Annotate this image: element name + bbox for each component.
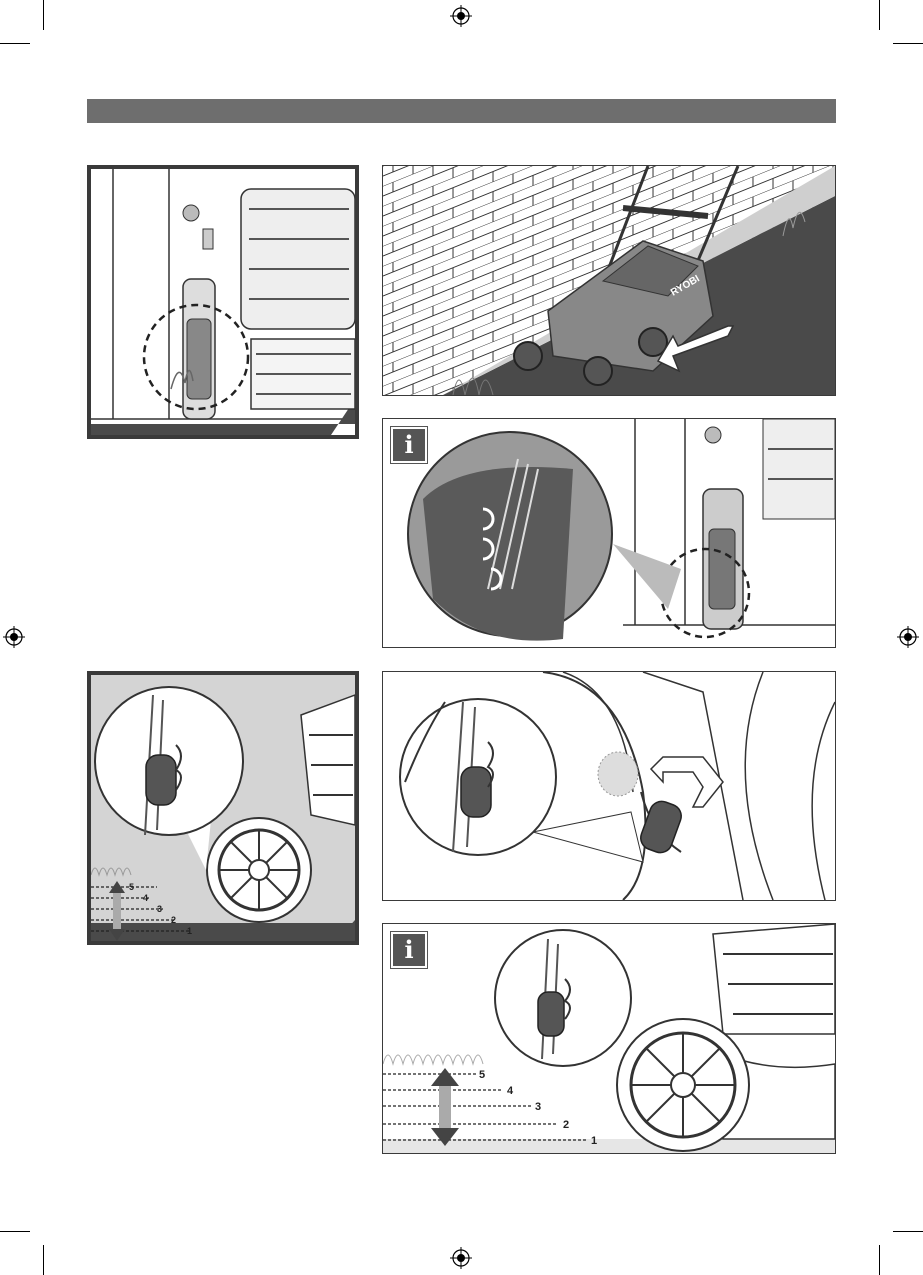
height-level-label: 5: [479, 1069, 485, 1081]
info-icon: i: [391, 932, 427, 968]
figure-mower-along-wall: RYOBI: [382, 165, 836, 396]
figure-mower-wall-detail: [87, 165, 359, 439]
figure-info-height-scale: 5 4 3 2 1 i: [382, 923, 836, 1154]
crop-mark-br-h: [893, 1231, 923, 1232]
height-level-label: 3: [157, 904, 162, 914]
crosshair-registration-icon: [450, 5, 472, 27]
height-level-label: 1: [187, 926, 192, 936]
figure-height-lever-adjust: [382, 671, 836, 901]
height-level-label: 3: [535, 1101, 541, 1113]
crop-mark-br-v: [879, 1245, 880, 1275]
height-level-label: 2: [563, 1119, 569, 1131]
info-icon: i: [391, 427, 427, 463]
crop-mark-tr-h: [893, 43, 923, 44]
crop-mark-bl-h: [0, 1231, 30, 1232]
section-header-bar: [87, 99, 836, 123]
height-level-label: 5: [129, 882, 134, 892]
height-level-label: 1: [591, 1135, 597, 1147]
crop-mark-bl-v: [43, 1245, 44, 1275]
crosshair-registration-icon: [897, 626, 919, 648]
height-level-label: 4: [143, 893, 148, 903]
crop-mark-tl-h: [0, 43, 30, 44]
crop-mark-tl-v: [43, 0, 44, 30]
crop-mark-tr-v: [879, 0, 880, 30]
figure-info-wall-trim: i: [382, 418, 836, 648]
height-level-label: 2: [171, 915, 176, 925]
crosshair-registration-icon: [450, 1247, 472, 1269]
figure-cutting-height-overview: 5 4 3 2 1: [87, 671, 359, 945]
height-level-label: 4: [507, 1085, 514, 1097]
crosshair-registration-icon: [3, 626, 25, 648]
